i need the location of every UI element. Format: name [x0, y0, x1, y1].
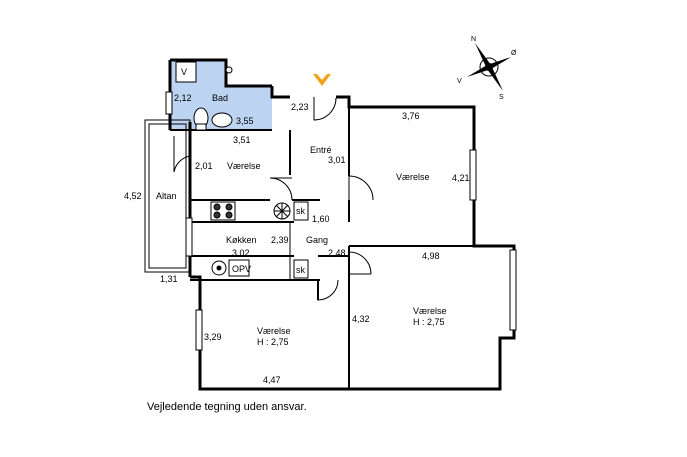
dim-bottom-right-w: 4,98 — [422, 251, 440, 261]
sk-label-1: sk — [296, 206, 306, 216]
v-washer — [175, 61, 197, 83]
dim-altan-w: 1,31 — [160, 274, 178, 284]
dim-gang-d: 2,48 — [328, 248, 346, 258]
dim-gang-w: 1,60 — [312, 214, 330, 224]
room-vaerelse-small: Værelse — [227, 161, 261, 171]
compass-icon: N Ø S V — [457, 36, 517, 101]
windows — [165, 91, 517, 351]
dim-entre-top: 2,23 — [291, 102, 309, 112]
opv-label: OPV — [232, 264, 251, 274]
disclaimer-text: Vejledende tegning uden ansvar. — [147, 401, 307, 413]
dim-small-room-w: 3,51 — [233, 135, 251, 145]
doors — [173, 97, 374, 301]
room-altan: Altan — [156, 191, 177, 201]
dim-bottom-right-d: 4,32 — [352, 314, 370, 324]
dim-entre-w: 3,01 — [328, 155, 346, 165]
room-entre: Entré — [310, 145, 332, 155]
room-vaerelse-bottom-left: Værelse — [257, 326, 291, 336]
v-label: V — [181, 67, 187, 77]
dim-bottom-left-w: 4,47 — [263, 375, 281, 385]
compass-s: S — [499, 94, 504, 101]
sk-label-2: sk — [296, 265, 306, 275]
dim-kitchen-d: 2,39 — [271, 235, 289, 245]
dim-right-room-d: 4,21 — [452, 173, 470, 183]
bath-fixtures — [175, 61, 233, 131]
compass-v: V — [457, 78, 462, 85]
altan-outline — [144, 119, 191, 273]
opv-icon — [211, 259, 309, 279]
dim-bad-d: 3,55 — [236, 116, 254, 126]
dim-bad-w: 2,12 — [174, 93, 192, 103]
stove-icon — [210, 201, 236, 221]
dim-kitchen-w: 3,02 — [232, 248, 250, 258]
compass-n: N — [471, 36, 476, 43]
sink-icon — [211, 112, 233, 128]
room-vaerelse-bottom-left-height: H : 2,75 — [257, 337, 289, 347]
room-vaerelse-bottom-right: Værelse — [413, 306, 447, 316]
room-kokken: Køkken — [226, 235, 257, 245]
dim-small-room-d: 2,01 — [195, 161, 213, 171]
room-vaerelse-bottom-right-height: H : 2,75 — [413, 317, 445, 327]
compass-o: Ø — [511, 50, 517, 57]
entry-marker-icon — [313, 74, 331, 86]
room-bad: Bad — [212, 93, 228, 103]
dim-bottom-left-d: 3,29 — [204, 332, 222, 342]
room-vaerelse-right: Værelse — [396, 172, 430, 182]
fan-icon — [273, 201, 309, 221]
room-gang: Gang — [306, 235, 328, 245]
dim-altan-d: 4,52 — [124, 191, 142, 201]
dim-right-room-w: 3,76 — [402, 111, 420, 121]
